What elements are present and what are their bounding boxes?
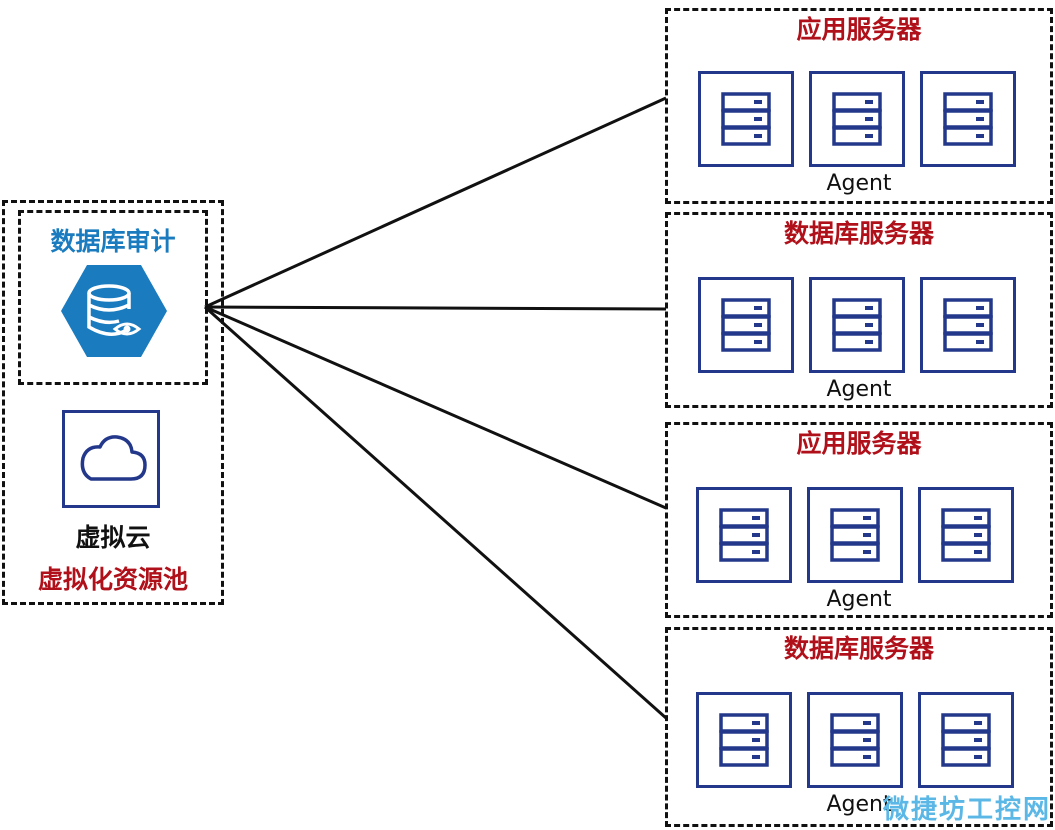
server-icon xyxy=(920,277,1016,373)
server-group-db-1: 数据库服务器 Agent xyxy=(665,212,1053,408)
server-rack-glyph xyxy=(943,92,993,146)
cloud-title: 虚拟云 xyxy=(75,523,151,552)
cloud-icon xyxy=(80,435,147,481)
server-icon xyxy=(807,487,903,583)
server-icon xyxy=(696,692,792,788)
agent-label: Agent xyxy=(826,377,892,402)
server-rack-glyph xyxy=(832,298,882,352)
agent-label: Agent xyxy=(826,792,892,817)
server-rack-glyph xyxy=(719,508,769,562)
database-audit-box: 数据库审计 xyxy=(18,210,208,385)
connector-line-db-1 xyxy=(204,305,667,311)
server-icon xyxy=(698,277,794,373)
server-icon xyxy=(918,487,1014,583)
connector-line-app-2 xyxy=(204,305,667,510)
group-title: 应用服务器 xyxy=(796,429,922,458)
agent-label: Agent xyxy=(826,171,892,196)
group-title: 数据库服务器 xyxy=(783,634,934,663)
server-rack-glyph xyxy=(721,298,771,352)
server-icon xyxy=(809,277,905,373)
server-rack-glyph xyxy=(721,92,771,146)
server-group-db-2: 数据库服务器 Agent xyxy=(665,627,1053,827)
server-rack-glyph xyxy=(941,508,991,562)
server-rack-glyph xyxy=(943,298,993,352)
server-icon xyxy=(918,692,1014,788)
cloud-icon-box xyxy=(62,410,160,508)
server-icon xyxy=(807,692,903,788)
server-group-app-2: 应用服务器 Agent xyxy=(665,422,1053,618)
audit-title: 数据库审计 xyxy=(50,227,176,256)
pool-title: 虚拟化资源池 xyxy=(37,565,188,594)
watermark: 微捷坊工控网 xyxy=(882,795,1051,825)
group-title: 数据库服务器 xyxy=(783,219,934,248)
server-rack-glyph xyxy=(941,713,991,767)
database-audit-icon xyxy=(61,265,167,357)
server-icon xyxy=(920,71,1016,167)
server-rack-glyph xyxy=(830,713,880,767)
server-group-app-1: 应用服务器 Agent xyxy=(665,8,1053,204)
server-rack-glyph xyxy=(830,508,880,562)
agent-label: Agent xyxy=(826,587,892,612)
server-rack-glyph xyxy=(832,92,882,146)
connector-line-db-2 xyxy=(204,305,667,720)
group-title: 应用服务器 xyxy=(796,15,922,44)
server-rack-glyph xyxy=(719,713,769,767)
server-icon xyxy=(809,71,905,167)
server-icon xyxy=(698,71,794,167)
server-icon xyxy=(696,487,792,583)
connector-line-app-1 xyxy=(204,96,667,309)
virtual-resource-pool-box xyxy=(2,200,224,605)
